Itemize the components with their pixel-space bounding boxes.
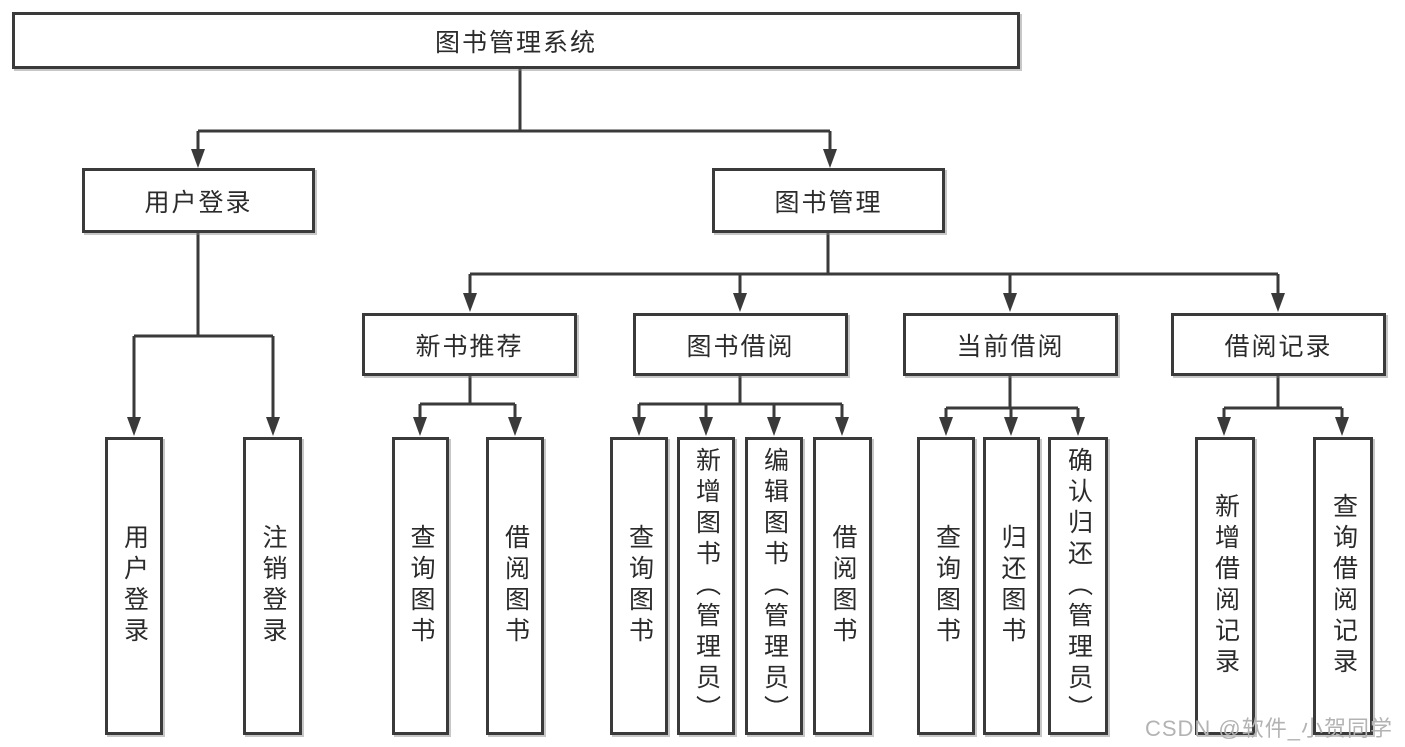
node-label: 新增借阅记录 [1211,493,1240,679]
node-new-book-recommend: 新书推荐 [362,313,577,376]
node-label: 借阅图书 [829,524,857,648]
node-label: 查询图书 [625,524,654,648]
connector-strokes [132,68,1344,420]
leaf-borrowing-add-books-admin: 新增图书（管理员） [677,437,735,735]
node-label: 新增图书（管理员） [692,446,721,726]
node-current-borrowing: 当前借阅 [903,313,1118,376]
node-label: 编辑图书（管理员） [760,446,789,726]
csdn-watermark: CSDN @软件_小贺同学 [1144,716,1393,741]
node-label: 查询图书 [407,524,435,648]
leaf-records-add-record: 新增借阅记录 [1195,437,1255,735]
node-label: 注销登录 [259,524,287,648]
node-label: 图书管理系统 [434,28,597,57]
node-label: 用户登录 [144,188,253,217]
node-label: 当前借阅 [956,332,1065,361]
node-label: 借阅图书 [501,524,530,648]
node-borrow-records: 借阅记录 [1171,313,1386,376]
leaf-borrowing-borrow-books: 借阅图书 [813,437,872,735]
leaf-newbooks-query-books: 查询图书 [392,437,449,735]
node-book-management: 图书管理 [712,168,945,233]
node-user-login: 用户登录 [82,168,315,233]
leaf-current-query-books: 查询图书 [917,437,975,735]
node-label: 用户登录 [120,524,149,648]
node-book-borrowing: 图书借阅 [633,313,848,376]
leaf-borrowing-edit-books-admin: 编辑图书（管理员） [745,437,803,735]
leaf-borrowing-query-books: 查询图书 [610,437,668,735]
node-label: 查询借阅记录 [1329,493,1358,679]
node-library-system: 图书管理系统 [12,12,1020,69]
leaf-newbooks-borrow-books: 借阅图书 [486,437,544,735]
node-label: 图书借阅 [686,332,795,361]
node-label: 查询图书 [932,524,961,648]
leaf-logout: 注销登录 [243,437,302,735]
node-label: 归还图书 [998,524,1026,648]
node-label: 图书管理 [774,188,883,217]
leaf-records-query-record: 查询借阅记录 [1313,437,1373,735]
node-label: 借阅记录 [1224,332,1333,361]
leaf-current-confirm-return-admin: 确认归还（管理员） [1048,437,1108,735]
leaf-current-return-books: 归还图书 [983,437,1040,735]
leaf-user-login: 用户登录 [105,437,163,735]
node-label: 确认归还（管理员） [1064,446,1093,726]
node-label: 新书推荐 [415,332,524,361]
